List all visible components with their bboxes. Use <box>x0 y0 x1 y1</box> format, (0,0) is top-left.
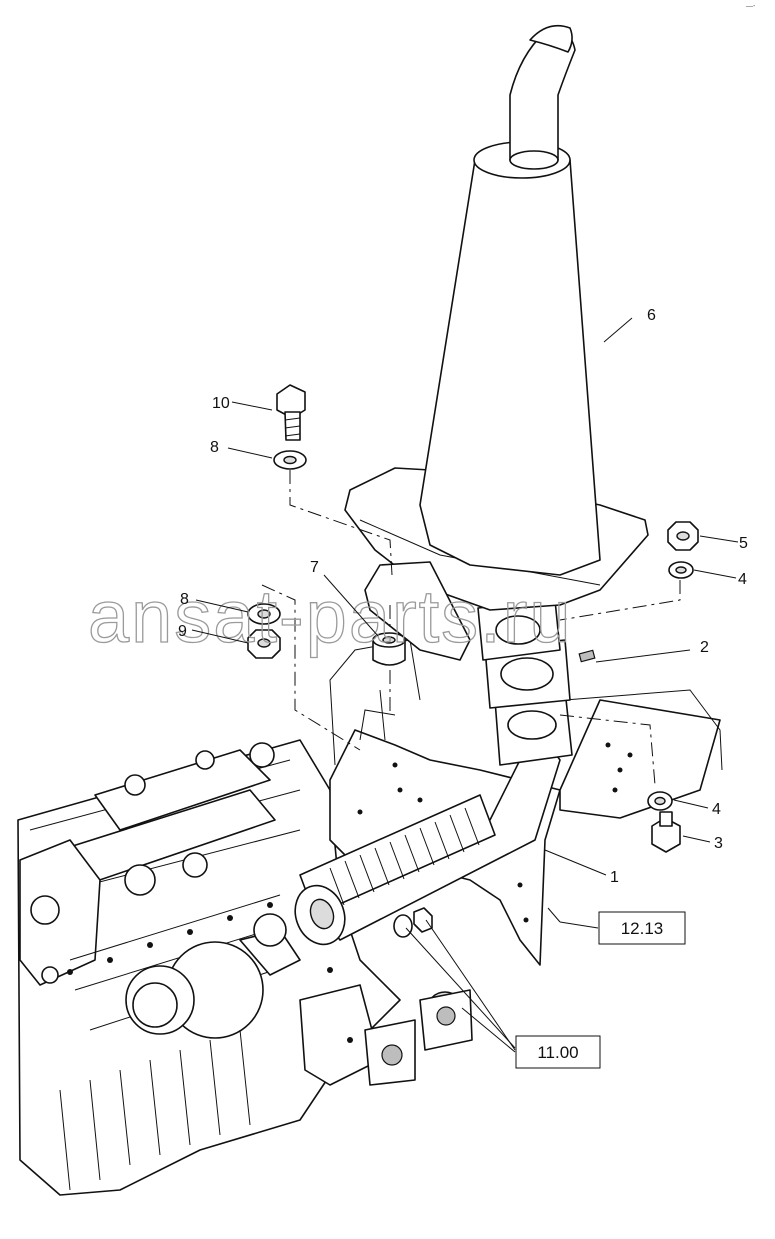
callout-4-lower: 4 <box>712 801 721 818</box>
gasket-flanges <box>477 599 596 709</box>
washer-4-upper <box>668 561 694 579</box>
washer-8-lower <box>247 603 281 625</box>
callout-3: 3 <box>714 835 723 852</box>
muffler <box>344 24 649 661</box>
washer-8-upper <box>273 450 307 470</box>
callout-1: 1 <box>610 869 619 886</box>
reference-11-00: 11.00 <box>537 1043 578 1062</box>
nut-5 <box>667 521 699 551</box>
callout-4: 4 <box>738 571 747 588</box>
callout-labels: 10 8 6 5 4 7 8 9 2 4 3 1 <box>178 307 748 886</box>
reference-12-13: 12.13 <box>621 919 664 938</box>
callout-2: 2 <box>700 639 709 656</box>
exhaust-pipe-flexible <box>294 689 573 946</box>
callout-8-lower: 8 <box>180 591 189 608</box>
spacer-7 <box>372 632 406 666</box>
leader-lines <box>191 317 739 1053</box>
reference-box-12-13: 12.13 <box>598 911 686 945</box>
assembly-lines <box>261 470 681 786</box>
callout-5: 5 <box>739 535 748 552</box>
watermark: ansat-parts.ru <box>88 575 573 658</box>
bolt-10 <box>276 384 306 441</box>
reference-box-11-00: 11.00 <box>515 1035 601 1069</box>
corner-mark: —- <box>746 3 756 10</box>
callout-6: 6 <box>647 307 656 324</box>
callout-10: 10 <box>212 395 230 412</box>
callout-7: 7 <box>310 559 319 576</box>
engine-block <box>17 739 473 1196</box>
callout-8: 8 <box>210 439 219 456</box>
washer-4-lower <box>647 791 673 811</box>
bolt-3 <box>651 811 681 853</box>
callout-9: 9 <box>178 623 187 640</box>
washer-nut-pair <box>393 907 433 938</box>
nut-9 <box>247 629 281 659</box>
